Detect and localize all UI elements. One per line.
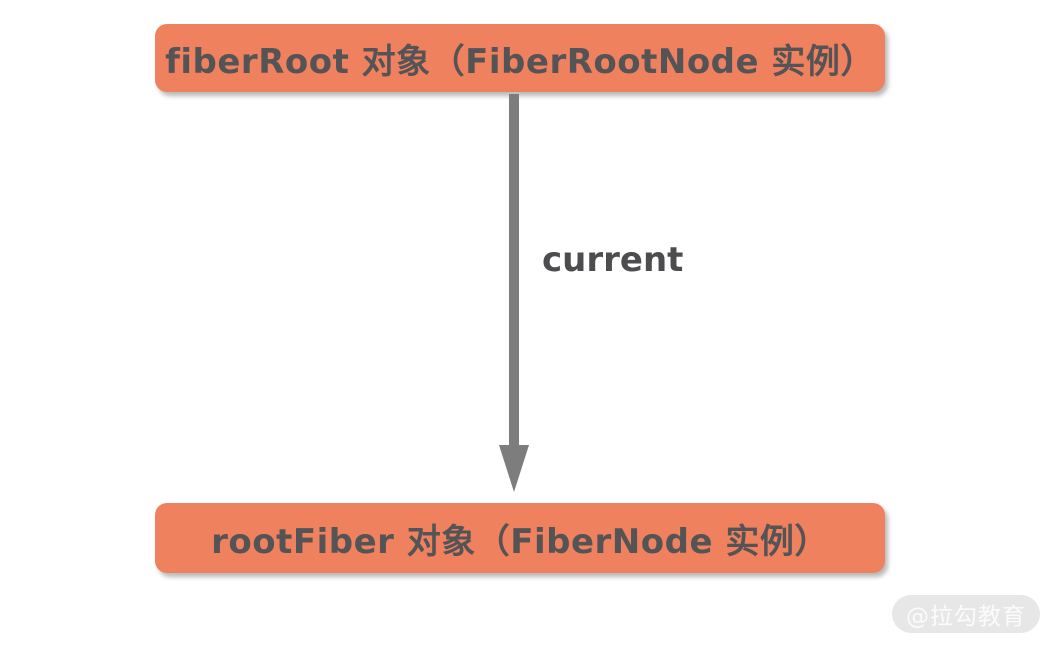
watermark-label: @拉勾教育 — [906, 604, 1026, 630]
node-fiber-root: fiberRoot 对象（FiberRootNode 实例） — [155, 24, 885, 92]
arrow-down-icon — [499, 94, 529, 492]
arrow-head — [499, 445, 529, 492]
node-fiber-root-label: fiberRoot 对象（FiberRootNode 实例） — [165, 41, 875, 82]
node-root-fiber: rootFiber 对象（FiberNode 实例） — [155, 503, 885, 573]
watermark-badge: @拉勾教育 — [892, 595, 1040, 633]
node-root-fiber-label: rootFiber 对象（FiberNode 实例） — [211, 521, 829, 562]
arrow-stem — [509, 94, 519, 450]
arrow-label-current: current — [542, 240, 684, 280]
